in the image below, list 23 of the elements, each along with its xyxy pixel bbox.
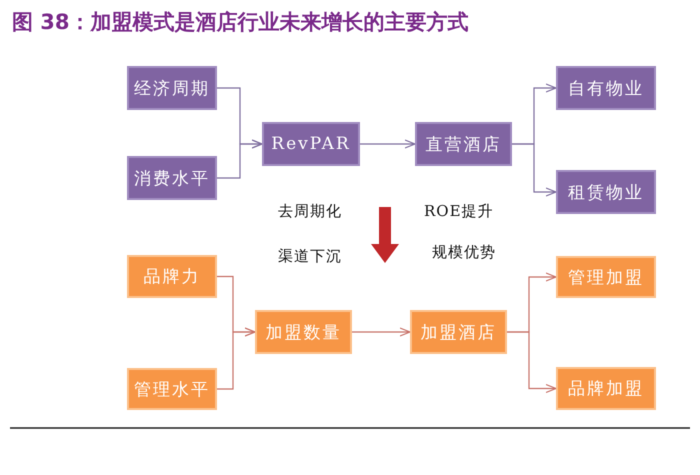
process-box: 自有物业 (556, 66, 656, 110)
arrow (507, 331, 557, 394)
title: 图 38：加盟模式是酒店行业未来增长的主要方式 (12, 9, 469, 36)
arrow (217, 139, 263, 179)
process-box: 加盟数量 (255, 310, 352, 354)
arrow (512, 143, 557, 197)
process-box: 品牌力 (127, 255, 217, 298)
annotation-text: ROE提升 (424, 202, 494, 221)
arrow (352, 327, 411, 337)
process-box: 品牌加盟 (556, 367, 656, 410)
process-box: 租赁物业 (556, 170, 656, 214)
annotation-text: 渠道下沉 (278, 247, 342, 266)
process-box: 消费水平 (127, 156, 217, 200)
annotation-text: 规模优势 (432, 243, 496, 262)
process-box: 经济周期 (127, 66, 217, 110)
process-box: 管理加盟 (556, 256, 656, 298)
arrow (217, 327, 256, 390)
process-box: RevPAR (262, 122, 360, 166)
arrow (360, 139, 416, 149)
process-box: 加盟酒店 (410, 310, 507, 354)
annotation-text: 去周期化 (278, 202, 342, 221)
process-box: 直营酒店 (415, 122, 512, 166)
process-box: 管理水平 (127, 368, 217, 410)
